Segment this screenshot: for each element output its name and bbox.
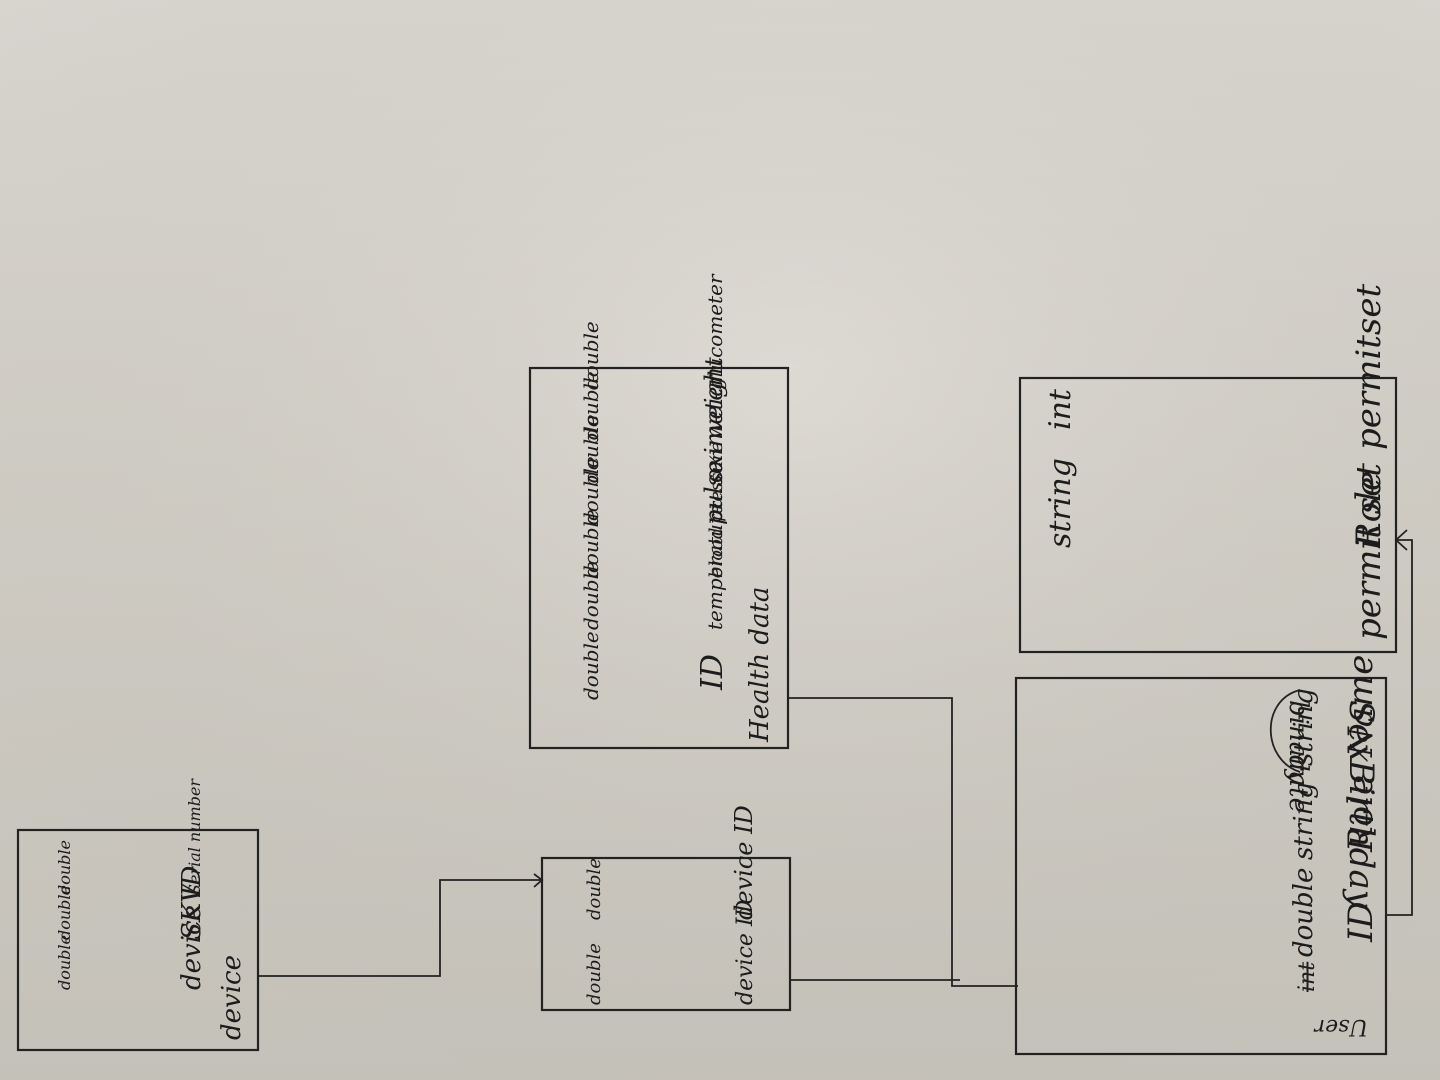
- health-field-name: weight: [700, 357, 728, 440]
- health-field-name: blood pressure: [706, 442, 727, 578]
- health-field-type: double: [579, 414, 603, 483]
- user-field-name: Role: [1341, 775, 1381, 853]
- user-table-title: User: [1313, 1014, 1368, 1039]
- device-field-name: Serial number: [185, 778, 204, 895]
- sex-bracket-curve: [1269, 689, 1301, 773]
- line-health-to-user: [788, 697, 1018, 987]
- health-field-type: double: [579, 321, 603, 390]
- user-table-border: [1014, 676, 1388, 1056]
- link-field-name: device ID: [733, 899, 758, 1005]
- permit-field-name: permitset: [1349, 284, 1389, 450]
- health-data-border: [528, 366, 790, 750]
- health-field-type: double: [579, 509, 603, 578]
- device-table: device device ID double SKV double Seria…: [16, 778, 260, 1052]
- device-link-table: device ID double device ID double: [540, 805, 792, 1012]
- user-field-type: string: [1289, 688, 1319, 766]
- permit-field-name: Role: [1349, 471, 1389, 549]
- device-link-border: [540, 856, 792, 1012]
- user-field-name: Birthday: [1341, 759, 1381, 910]
- device-field-type: double: [55, 935, 74, 990]
- health-field-name: ID: [695, 654, 730, 691]
- user-field-name: Name: [1341, 655, 1381, 758]
- user-struck-type: int: [1295, 961, 1320, 992]
- device-table-border: [16, 828, 260, 1052]
- permit-set-title: permit set: [1349, 463, 1389, 640]
- link-field-type: double: [584, 858, 605, 920]
- relationship-lines: [258, 529, 1413, 987]
- health-field-type: double: [579, 561, 603, 630]
- health-field-type: double: [579, 631, 603, 700]
- health-field-name: temperature: [703, 503, 727, 630]
- line-user-role-to-permit: [1386, 539, 1413, 916]
- device-field-type: double: [55, 840, 74, 895]
- health-data-table: Health data ID double temperature double…: [528, 273, 790, 750]
- line-device-to-link: [258, 879, 542, 977]
- user-table: User ID double int Role string Name stri…: [1014, 655, 1388, 1056]
- health-field-name: glucometer: [703, 273, 727, 390]
- user-table-extra: Birthday date Sex binary: [1269, 689, 1381, 910]
- user-field-type: date: [1283, 755, 1313, 813]
- user-field-name: ID: [1341, 901, 1381, 943]
- permit-field-type: int: [1043, 388, 1078, 430]
- permit-set-table: permit set Role string permitset int: [1018, 284, 1398, 654]
- health-field-name: pulse: [700, 460, 728, 525]
- device-table-title: device: [217, 955, 247, 1040]
- device-field-type: double: [55, 885, 74, 940]
- link-field-type: double: [584, 943, 605, 1005]
- device-field-name: SKV: [177, 882, 207, 940]
- health-field-name: oximeter: [700, 374, 728, 483]
- user-field-name: Sex: [1341, 700, 1381, 763]
- health-data-title: Health data: [745, 587, 775, 743]
- user-field-type: double: [1289, 868, 1319, 957]
- user-field-type: string: [1289, 782, 1319, 860]
- device-field-name: device ID: [177, 865, 207, 990]
- link-field-name: device ID: [730, 805, 758, 920]
- permit-field-type: string: [1043, 458, 1078, 548]
- health-field-type: double: [579, 456, 603, 525]
- permit-set-border: [1018, 376, 1398, 654]
- health-field-type: double: [579, 371, 603, 440]
